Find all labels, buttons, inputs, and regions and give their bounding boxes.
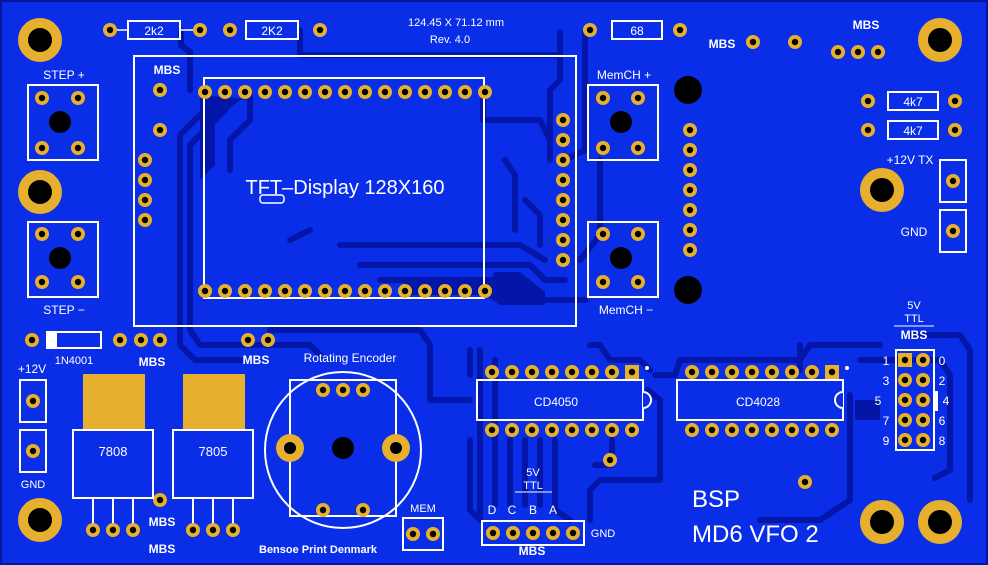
mbs-label: MBS (709, 37, 736, 51)
resistor-r2: 2K2 (223, 20, 327, 40)
drill-hole (674, 276, 702, 304)
credit-label: Bensoe Print Denmark (259, 544, 378, 556)
regulator-7805: 7805 (172, 374, 254, 537)
mounting-hole (18, 498, 62, 542)
ic-cd4050: CD4050 (476, 365, 652, 437)
band-pin-label: 3 (883, 374, 890, 388)
step-minus-button: STEP − (27, 221, 99, 317)
mounting-hole (860, 168, 904, 212)
bus-gnd-label: GND (591, 528, 616, 540)
r2-label: 2K2 (261, 24, 283, 38)
mbs-label: MBS (519, 544, 546, 558)
mbs-label: MBS (901, 328, 928, 342)
band-pin-label: 5 (875, 394, 882, 408)
resistor-r5: 4k7 (861, 120, 962, 140)
mounting-hole (918, 18, 962, 62)
band-pin-label: 2 (939, 374, 946, 388)
bus-pin-label: A (549, 503, 557, 517)
memch-minus-label: MemCH − (599, 303, 653, 317)
mounting-hole (18, 18, 62, 62)
diode-label: 1N4001 (55, 355, 94, 367)
band-pin-label: 0 (939, 354, 946, 368)
display-pins-top (198, 85, 492, 99)
r4-label: 4k7 (903, 95, 923, 109)
band-5v-label: 5V (907, 300, 921, 312)
r1-label: 2k2 (144, 24, 164, 38)
mbs-label: MBS (139, 355, 166, 369)
tft-display-footprint: TFT–Display 128X160 (133, 55, 577, 327)
mbs-label: MBS (149, 542, 176, 556)
band-ttl-label: TTL (904, 313, 924, 325)
step-minus-label: STEP − (43, 303, 84, 317)
board-dimensions: 124.45 X 71.12 mm (408, 17, 504, 29)
step-plus-button: STEP + (27, 68, 99, 161)
rotating-encoder: Rotating Encoder Bensoe Print Denmark (259, 351, 422, 556)
mounting-hole (18, 170, 62, 214)
band-pin-label: 1 (883, 354, 890, 368)
mounting-hole (918, 500, 962, 544)
drill-hole (674, 76, 702, 104)
plus12v-label: +12V (18, 362, 46, 376)
gnd-label: GND (901, 225, 928, 239)
mbs-label: MBS (154, 63, 181, 77)
step-plus-label: STEP + (43, 68, 84, 82)
brand-label: BSP (692, 486, 740, 513)
band-pin-label: 4 (943, 394, 950, 408)
diode-1n4001: 1N4001 (25, 331, 127, 367)
product-label: MD6 VFO 2 (692, 521, 819, 548)
reg2-label: 7805 (199, 444, 228, 459)
mbs-label: MBS (149, 515, 176, 529)
memch-minus-button: MemCH − (587, 221, 659, 317)
memch-plus-label: MemCH + (597, 68, 651, 82)
band-pin-label: 9 (883, 434, 890, 448)
bus-5v-label: 5V (526, 467, 540, 479)
bus-connector: 5V TTL D C B A GND (481, 467, 616, 546)
tx-label: +12V TX (887, 153, 934, 167)
resistor-r3: 68 (583, 20, 687, 40)
r3-label: 68 (630, 24, 644, 38)
board-revision: Rev. 4.0 (430, 34, 470, 46)
reg1-label: 7808 (99, 444, 128, 459)
resistor-r4: 4k7 (861, 91, 962, 111)
mounting-hole (860, 500, 904, 544)
mbs-label: MBS (243, 353, 270, 367)
display-pins-bottom (198, 284, 492, 298)
encoder-label: Rotating Encoder (304, 351, 397, 365)
memch-plus-button: MemCH + (587, 68, 659, 161)
band-pin-label: 7 (883, 414, 890, 428)
display-label: TFT–Display 128X160 (246, 177, 445, 199)
band-pin-label: 6 (939, 414, 946, 428)
bus-pin-label: D (488, 503, 497, 517)
ic1-label: CD4050 (534, 395, 578, 409)
ic2-label: CD4028 (736, 395, 780, 409)
gnd-label-left: GND (21, 479, 46, 491)
bus-pin-label: B (529, 503, 537, 517)
mem-label: MEM (410, 503, 436, 515)
bus-ttl-label: TTL (523, 480, 543, 492)
band-connector: 5V TTL 1 3 5 7 9 0 2 4 6 8 (875, 300, 950, 451)
mbs-label: MBS (853, 18, 880, 32)
band-pin-label: 8 (939, 434, 946, 448)
resistor-r1: 2k2 (103, 20, 207, 40)
ic-cd4028: CD4028 (676, 365, 849, 437)
bus-pin-label: C (508, 503, 517, 517)
regulator-7808: 7808 (72, 374, 154, 537)
r5-label: 4k7 (903, 124, 923, 138)
